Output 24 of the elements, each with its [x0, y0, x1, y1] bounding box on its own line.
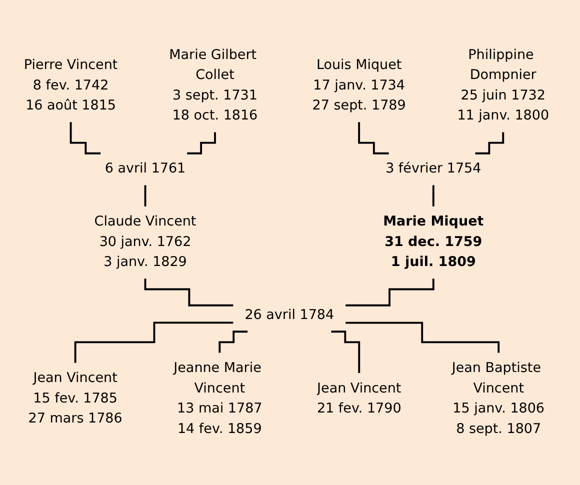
- node-text: Jean Baptiste Vincent 15 janv. 1806 8 sept. 1807: [452, 360, 545, 437]
- node-text: 26 avril 1784: [244, 308, 334, 323]
- connector: [218, 330, 248, 354]
- connector: [432, 184, 434, 208]
- node-text: Claude Vincent 30 janv. 1762 3 janv. 1829: [94, 214, 196, 270]
- node-text: 3 février 1754: [386, 161, 482, 177]
- node-text: Jean Vincent 15 fev. 1785 27 mars 1786: [28, 370, 122, 427]
- node-text: Jeanne Marie Vincent 13 mai 1787 14 fev. 1859: [174, 360, 262, 437]
- connector: [187, 131, 216, 154]
- connector: [144, 278, 234, 306]
- node-text: 6 avril 1761: [104, 161, 186, 177]
- node-text: Marie Gilbert Collet 3 sept. 1731 18 oct. 1816: [169, 47, 258, 124]
- connector: [70, 121, 101, 154]
- connector: [331, 330, 360, 374]
- connector: [74, 322, 234, 364]
- connector: [144, 184, 146, 208]
- connector: [358, 121, 389, 154]
- connector: [346, 322, 500, 354]
- node-text: Philippine Dompnier 25 juin 1732 11 janv. 1800: [457, 47, 550, 124]
- node-text: Pierre Vincent 8 fev. 1742 16 août 1815: [24, 58, 118, 114]
- node-text: Louis Miquet 17 janv. 1734 27 sept. 1789: [312, 58, 406, 114]
- connector: [475, 131, 504, 154]
- connector: [346, 278, 434, 306]
- node-text: Marie Miquet 31 dec. 1759 1 juil. 1809: [383, 214, 484, 270]
